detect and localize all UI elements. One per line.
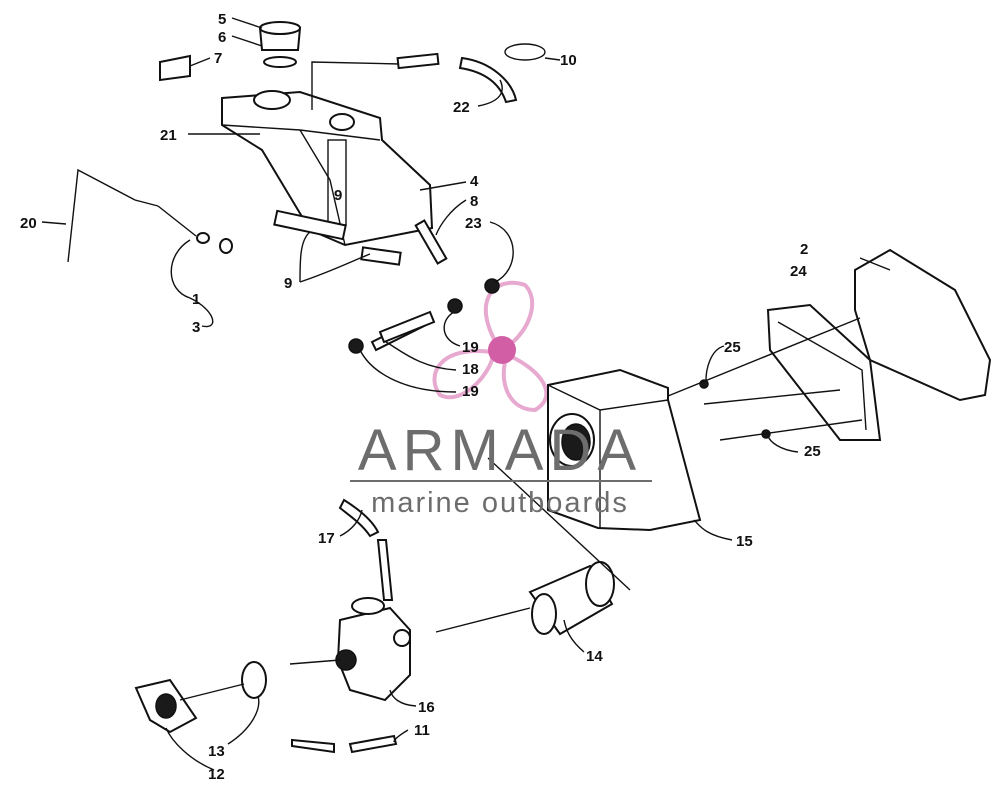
callout-25a: 25 [724,339,741,356]
hoses [291,498,398,754]
callout-labels: 5 6 7 21 10 22 20 1 3 9 9 4 8 23 19 18 1… [20,11,821,783]
fuel-fittings [348,278,500,354]
callout-25b: 25 [804,443,821,460]
watermark-brand: ARMADA [358,418,642,483]
callout-21: 21 [160,127,177,144]
pin [414,219,448,265]
vent-hose [311,43,546,110]
fuel-tank [221,90,434,266]
callout-5: 5 [218,11,226,28]
callout-19a: 19 [462,339,479,356]
callout-18: 18 [462,361,479,378]
callout-16: 16 [418,699,435,716]
fuel-rod [67,168,233,263]
callout-11: 11 [414,722,430,739]
callout-15: 15 [736,533,753,550]
callout-6: 6 [218,29,226,46]
callout-8: 8 [470,193,478,210]
callout-22: 22 [453,99,470,116]
callout-19b: 19 [462,383,479,400]
tank-cap [159,21,302,82]
propeller-logo [432,280,549,413]
carburetor [335,597,411,702]
air-box [547,368,702,532]
callout-24: 24 [790,263,807,280]
callout-12: 12 [208,766,225,783]
callout-9a: 9 [334,187,342,204]
callout-1: 1 [192,291,200,308]
watermark-tagline: marine outboards [371,487,629,519]
callout-7: 7 [214,50,222,67]
callout-10: 10 [560,52,577,69]
callout-14: 14 [586,648,603,665]
intake-boot [528,561,615,636]
callout-4: 4 [470,173,479,190]
silencer [766,248,992,441]
callout-3: 3 [192,319,200,336]
callout-2: 2 [800,241,808,258]
callout-20: 20 [20,215,37,232]
callout-17: 17 [318,530,335,547]
callout-9b: 9 [284,275,292,292]
intake-flange [134,661,267,734]
callout-23: 23 [465,215,482,232]
callout-13: 13 [208,743,225,760]
leader-lines [41,17,891,771]
